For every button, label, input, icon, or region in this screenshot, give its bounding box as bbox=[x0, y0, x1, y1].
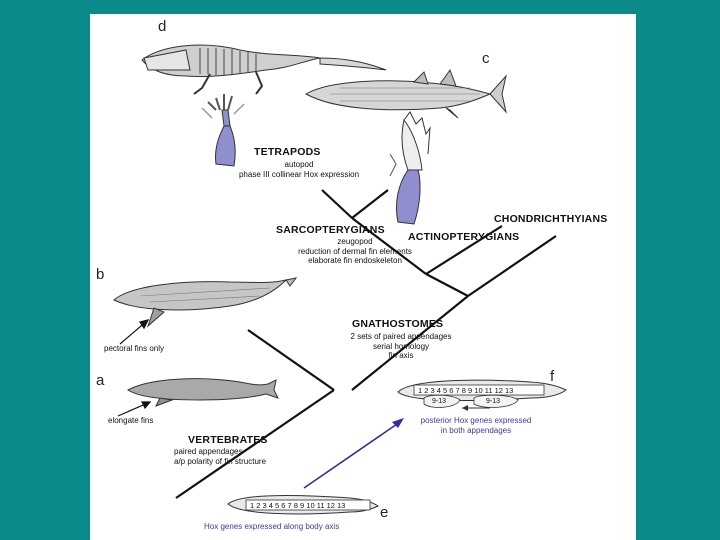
panel-letter-a: a bbox=[96, 372, 105, 389]
sarcopterygians-traits: zeugopod reduction of dermal fin element… bbox=[282, 237, 428, 266]
tetrapods-trait: phase III collinear Hox expression bbox=[238, 169, 360, 179]
posterior-hox-label-line: posterior Hox genes expressed bbox=[420, 416, 532, 425]
elongate-fish-illustration bbox=[127, 378, 279, 407]
posterior-hox-label: posterior Hox genes expressed in both ap… bbox=[400, 416, 552, 435]
gnathostomes-trait: 2 sets of paired appendages bbox=[350, 332, 452, 341]
tetrapod-skeleton-illustration bbox=[141, 44, 387, 95]
tetrapods-title: TETRAPODS bbox=[254, 146, 321, 158]
sarcopterygians-trait: reduction of dermal fin elements bbox=[298, 246, 412, 256]
vertebrates-title: VERTEBRATES bbox=[188, 434, 268, 446]
sarcopterygians-trait: zeugopod bbox=[337, 237, 373, 246]
tetrapods-trait: autopod bbox=[284, 160, 314, 169]
gnathostomes-trait: fin axis bbox=[388, 351, 414, 360]
actinopterygians-title: ACTINOPTERYGIANS bbox=[408, 231, 520, 243]
hox-f-range-anterior: 9-13 bbox=[432, 398, 447, 405]
vertebrates-trait: paired appendages bbox=[174, 447, 243, 456]
sarcopterygians-title: SARCOPTERYGIANS bbox=[276, 224, 385, 236]
chondrichthyians-title: CHONDRICHTHYIANS bbox=[494, 213, 608, 225]
tetrapods-traits: autopod phase III collinear Hox expressi… bbox=[216, 160, 382, 179]
tetrapod-limb-illustration bbox=[201, 94, 245, 167]
hox-body-bar bbox=[245, 499, 371, 511]
pectoral-fins-label: pectoral fins only bbox=[104, 344, 165, 353]
panel-letter-e: e bbox=[380, 504, 389, 521]
gnathostomes-title: GNATHOSTOMES bbox=[352, 318, 444, 330]
pointer-arrows bbox=[117, 319, 152, 417]
panel-letter-f: f bbox=[550, 368, 555, 385]
gnathostomes-traits: 2 sets of paired appendages serial homol… bbox=[326, 332, 476, 361]
posterior-hox-fish-illustration bbox=[397, 379, 567, 411]
evolution-arrow bbox=[303, 418, 404, 489]
sarcopterygian-fin-illustration bbox=[389, 111, 431, 225]
elongate-fins-label: elongate fins bbox=[108, 416, 154, 425]
cladogram-branches bbox=[175, 189, 557, 499]
vertebrates-trait: a/p polarity of fin structure bbox=[174, 456, 267, 466]
hox-body-axis-label: Hox genes expressed along body axis bbox=[204, 522, 340, 531]
slide: d c b a f e TETRAPODS autopod phase III … bbox=[90, 14, 636, 540]
body-axis-fish-illustration bbox=[227, 495, 379, 515]
hox-f-sequence: 1 2 3 4 5 6 7 8 9 10 11 12 13 bbox=[418, 386, 514, 395]
panel-letter-c: c bbox=[482, 50, 490, 67]
panel-letter-b: b bbox=[96, 266, 105, 283]
posterior-hox-label-line: in both appendages bbox=[440, 425, 512, 435]
pectoral-fish-illustration bbox=[113, 277, 298, 328]
hox-f-range-posterior: 9-13 bbox=[486, 398, 501, 405]
sarcopterygians-trait: elaborate fin endoskeleton bbox=[308, 256, 402, 265]
gnathostomes-trait: serial homology bbox=[372, 341, 430, 351]
hox-body-sequence: 1 2 3 4 5 6 7 8 9 10 11 12 13 bbox=[250, 501, 346, 510]
panel-letter-d: d bbox=[158, 18, 167, 35]
vertebrates-traits: paired appendages a/p polarity of fin st… bbox=[174, 447, 300, 466]
phylogeny-figure bbox=[113, 44, 567, 515]
lobe-fin-fish-illustration bbox=[304, 68, 507, 119]
